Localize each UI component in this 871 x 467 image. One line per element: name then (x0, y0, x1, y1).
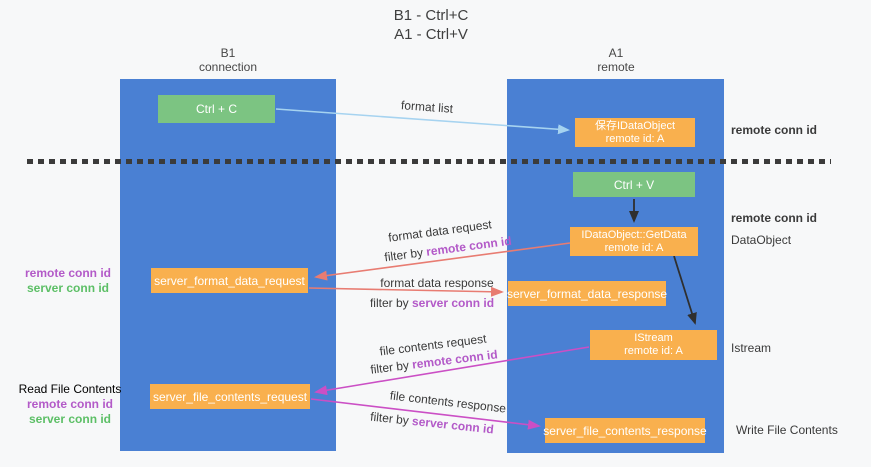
format-list-edge-label: format list (400, 98, 454, 116)
write-file-contents-label: Write File Contents (736, 423, 838, 437)
server-file-contents-request-label: server_file_contents_request (152, 389, 308, 404)
filter-by-text: filter by (383, 244, 428, 265)
diagram-title: B1 - Ctrl+C A1 - Ctrl+V (331, 6, 531, 44)
server-file-contents-response-label: server_file_contents_response (543, 423, 707, 438)
ctrl-v-node: Ctrl + V (573, 172, 695, 197)
file-response-filter-label: filter by server conn id (370, 410, 495, 437)
column-b1-role: connection (198, 60, 258, 74)
format-response-filter-label: filter by server conn id (370, 296, 494, 310)
server-format-data-response-label: server_format_data_response (506, 286, 668, 301)
title-line-b1: B1 - Ctrl+C (393, 7, 469, 24)
column-header-b1: B1 connection (148, 46, 308, 74)
session-divider-dashed-line (27, 159, 831, 164)
getdata-title: IDataObject::GetData (581, 228, 687, 241)
server-format-data-response-node: server_format_data_response (506, 281, 668, 306)
column-b1-name: B1 (220, 46, 236, 60)
column-header-a1: A1 remote (536, 46, 696, 74)
idataobject-getdata-node: IDataObject::GetData remote id: A (570, 227, 698, 256)
server-format-data-request-label: server_format_data_request (154, 273, 305, 288)
istream-remote-id: remote id: A (624, 345, 683, 357)
server-conn-id-key: server conn id (411, 413, 495, 437)
dataobject-label: DataObject (731, 233, 792, 247)
read-file-contents-block: Read File Contents remote conn id server… (18, 382, 122, 427)
column-a1-name: A1 (608, 46, 624, 60)
remote-conn-id-label-bottom: remote conn id (26, 397, 113, 411)
ctrl-c-label: Ctrl + C (195, 102, 237, 116)
file-contents-response-edge-label: file contents response (389, 388, 507, 416)
title-line-a1: A1 - Ctrl+V (394, 26, 468, 43)
istream-node: IStream remote id: A (590, 330, 717, 360)
istream-title: IStream (634, 332, 673, 344)
server-conn-id-key: server conn id (411, 296, 495, 310)
read-file-contents-label: Read File Contents (18, 382, 122, 396)
ctrl-v-label: Ctrl + V (613, 177, 655, 192)
filter-by-text: filter by (369, 357, 414, 377)
server-file-contents-request-node: server_file_contents_request (150, 384, 310, 409)
filter-by-text: filter by (369, 409, 413, 428)
remote-conn-id-label-mid: remote conn id (731, 211, 818, 225)
server-file-contents-response-node: server_file_contents_response (543, 418, 707, 443)
save-idataobject-remote-id: remote id: A (605, 132, 665, 145)
save-idataobject-node: 保存IDataObject remote id: A (575, 118, 695, 147)
getdata-remote-id: remote id: A (604, 241, 664, 254)
filter-by-text: filter by (369, 296, 412, 310)
save-idataobject-title: 保存IDataObject (594, 119, 676, 132)
remote-conn-id-label-left: remote conn id (24, 266, 111, 280)
column-a1-role: remote (597, 60, 635, 74)
ctrl-c-node: Ctrl + C (158, 95, 275, 123)
server-conn-id-label-left: server conn id (26, 281, 110, 295)
remote-conn-id-label-top: remote conn id (731, 123, 818, 137)
server-conn-id-label-bottom: server conn id (28, 412, 112, 426)
format-data-response-edge-label: format data response (380, 276, 494, 290)
left-conn-id-block: remote conn id server conn id (22, 266, 114, 296)
server-format-data-request-node: server_format_data_request (151, 268, 308, 293)
istream-side-label: Istream (731, 341, 772, 355)
